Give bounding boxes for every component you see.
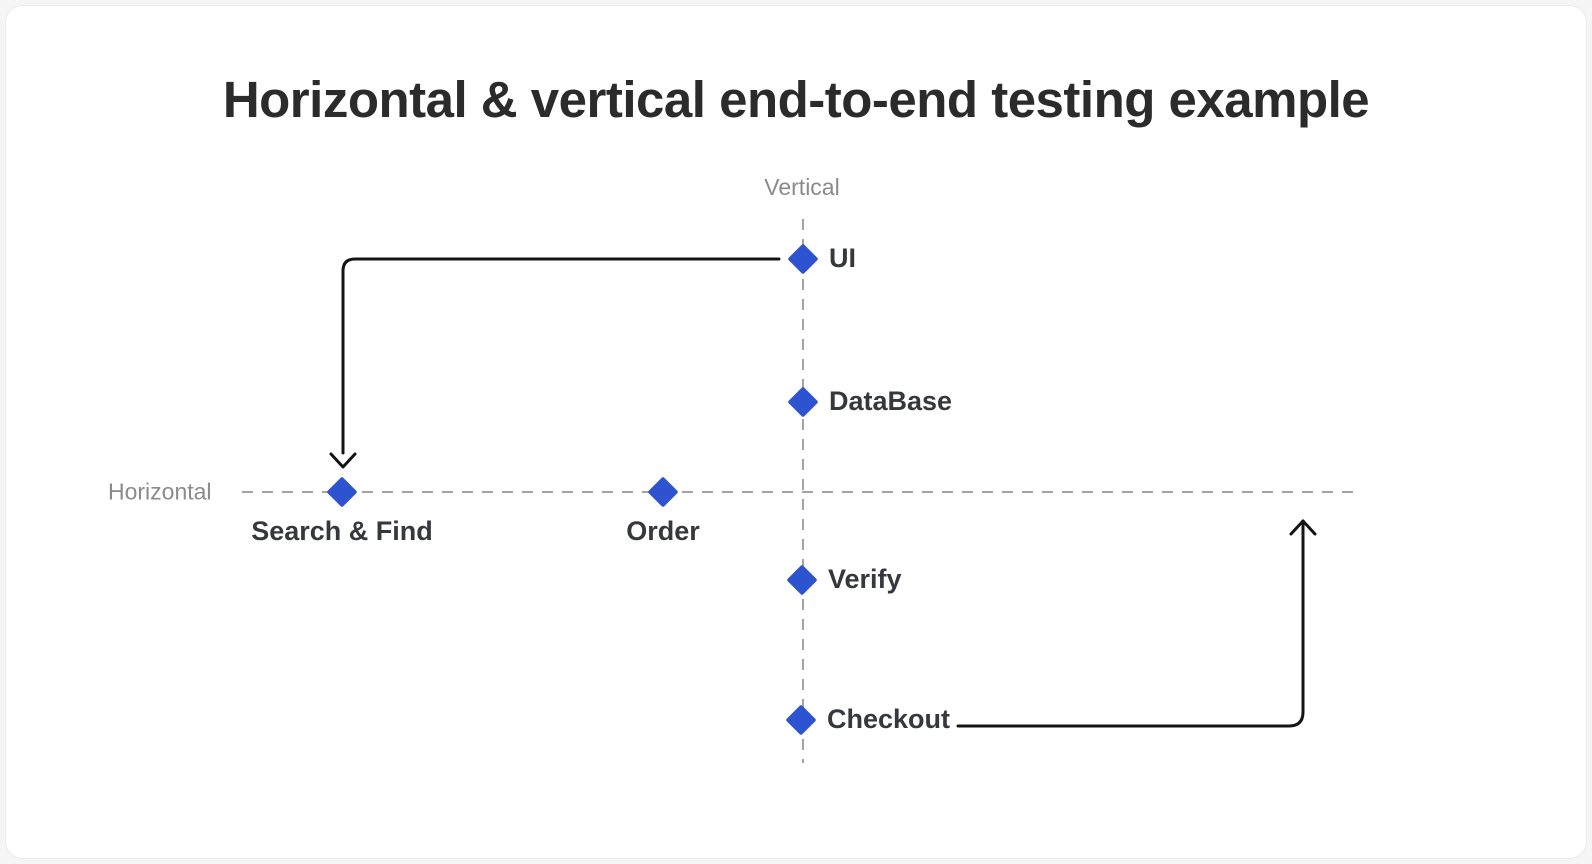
- arrow-checkout-to-axis: [956, 519, 1305, 728]
- arrow-ui-to-search: [341, 257, 781, 455]
- horizontal-axis-label: Horizontal: [108, 478, 212, 505]
- node-label: Checkout: [827, 703, 951, 734]
- vertical-axis-label: Vertical: [764, 174, 840, 200]
- node-label: Verify: [828, 563, 902, 594]
- diagram-lines: [242, 219, 1359, 763]
- node-label: Order: [626, 516, 700, 546]
- diagram-title: Horizontal & vertical end-to-end testing…: [222, 71, 1370, 128]
- arrow-ui-to-search-head: [329, 452, 357, 469]
- node-label: Search & Find: [251, 516, 433, 546]
- node-label: UI: [829, 242, 856, 273]
- node-label: DataBase: [829, 385, 953, 416]
- diagram-canvas: Horizontal & vertical end-to-end testing…: [5, 5, 1587, 859]
- arrow-checkout-to-axis-head: [1289, 519, 1317, 536]
